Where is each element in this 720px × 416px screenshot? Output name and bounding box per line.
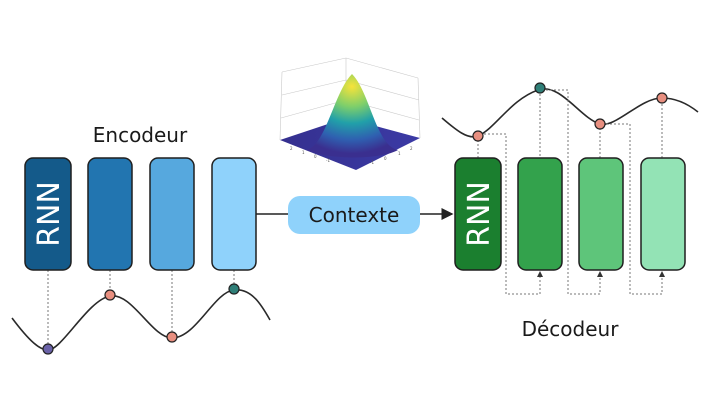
encoder-node-2	[104, 289, 116, 301]
encoder-node-4	[228, 283, 240, 295]
gaussian-surface-icon: 2 1 0 -1 -1 0 1 2	[279, 57, 421, 170]
svg-text:-1: -1	[326, 158, 330, 163]
svg-text:-1: -1	[370, 160, 374, 165]
decoder-node-2	[534, 82, 546, 94]
decoder-cell-1	[454, 157, 502, 271]
svg-text:1: 1	[302, 150, 305, 155]
decoder-cell-3	[578, 157, 624, 271]
decoder-node-1	[472, 130, 484, 142]
encoder-cell-4	[211, 157, 257, 271]
decoder-node-4	[656, 92, 668, 104]
encoder-cell-2	[87, 157, 133, 271]
svg-text:0: 0	[384, 156, 387, 161]
encoder-rnn-label: RNN	[32, 181, 67, 247]
decoder-cell-2	[517, 157, 563, 271]
decoder-label: Décodeur	[522, 317, 620, 341]
decoder-rnn-label: RNN	[462, 181, 497, 247]
svg-text:2: 2	[290, 146, 293, 151]
encoder-cell-1	[24, 157, 72, 271]
decoder-cell-4	[640, 157, 686, 271]
svg-text:1: 1	[398, 151, 401, 156]
encoder-connectors	[47, 270, 235, 348]
encoder-cell-3	[149, 157, 195, 271]
context-box	[288, 196, 420, 234]
svg-text:0: 0	[314, 154, 317, 159]
decoder-node-3	[594, 118, 606, 130]
encoder-node-1	[42, 343, 54, 355]
context-label: Contexte	[309, 203, 400, 227]
svg-text:2: 2	[410, 146, 413, 151]
decoder-connectors	[477, 89, 665, 295]
encoder-input-wave	[11, 289, 271, 351]
encoder-label: Encodeur	[93, 123, 188, 147]
encoder-node-3	[166, 331, 178, 343]
